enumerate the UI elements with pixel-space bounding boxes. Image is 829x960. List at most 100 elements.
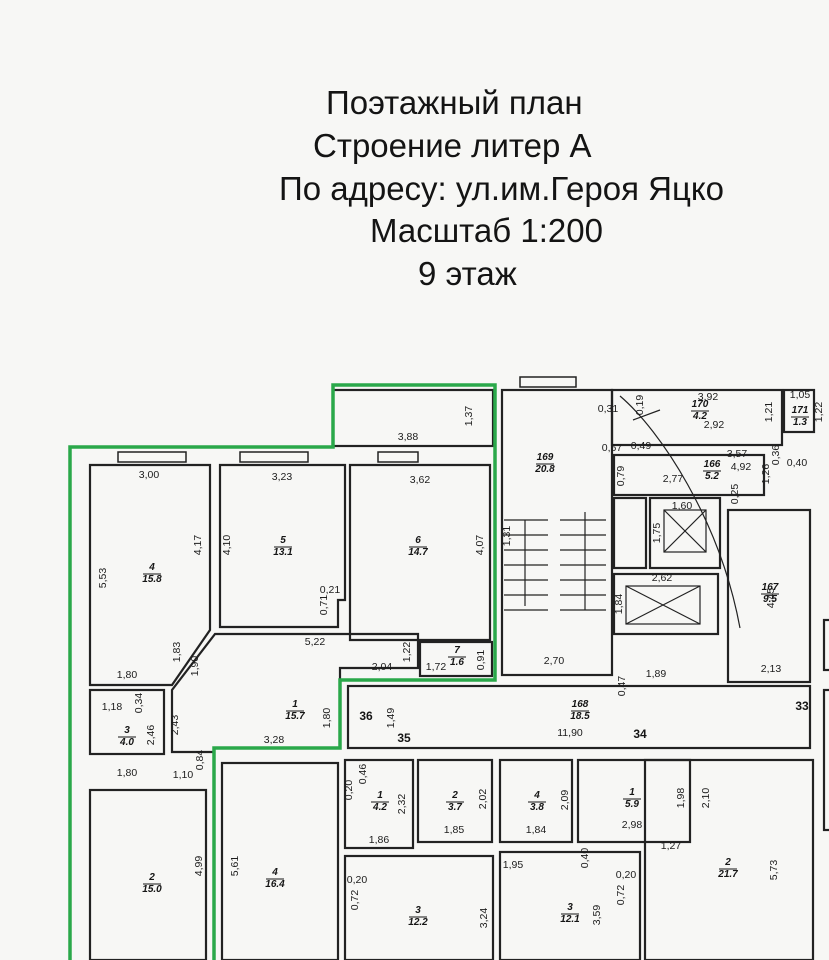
room-number: 170 [692,399,709,410]
room-number: 169 [537,452,554,463]
dimension-value: 0,84 [194,750,206,771]
apartment-outline [68,383,497,960]
room-labels: 415.8513.1614.771.6115.734.0215.0416.416… [118,399,809,928]
room-number: 3 [124,725,130,736]
room-area: 15.0 [142,884,162,895]
dimension-value: 1,80 [117,669,138,681]
dimension-value: 4,45 [765,588,777,609]
dimension-value: 0,20 [343,780,355,801]
dimension-value: 3,92 [698,391,719,403]
dimension-value: 2,77 [663,473,684,485]
dimension-value: 3,23 [272,471,293,483]
room-number: 2 [148,872,155,883]
dimension-value: 1,85 [444,824,465,836]
dimension-value: 2,32 [396,794,408,815]
dimension-value: 5,22 [305,636,326,648]
room-area: 1.6 [450,657,464,668]
room-number: 2 [724,857,731,868]
room-number: 1 [292,699,298,710]
room-area: 16.4 [265,879,285,890]
room-number: 1 [377,790,383,801]
dimension-value: 1,72 [426,661,447,673]
dimension-value: 4,10 [221,535,233,556]
room-area: 3.7 [448,802,462,813]
section-mark: 34 [633,727,647,741]
dimension-value: 2,13 [761,663,782,675]
room-area: 5.9 [625,799,639,810]
scale-label: Масштаб 1:200 [370,212,603,249]
dimension-value: 1,90 [189,656,201,677]
section-mark: 33 [795,699,809,713]
room-area: 4.2 [372,802,387,813]
dimension-value: 1,86 [369,834,390,846]
dimension-value: 1,21 [763,402,775,423]
room-number: 1 [629,787,635,798]
dimension-value: 3,24 [478,908,490,929]
dimension-value: 1,75 [651,523,663,544]
dimension-value: 0,49 [631,440,652,452]
dimension-value: 2,92 [704,419,725,431]
building-label: Строение литер А [313,127,592,164]
section-mark: 36 [359,709,373,723]
dimension-value: 0,72 [615,885,627,906]
room-area: 4.2 [692,411,707,422]
dimension-value: 1,22 [401,642,413,663]
dimension-value: 1,22 [813,402,825,423]
dimension-value: 1,49 [385,708,397,729]
room-area: 21.7 [717,869,738,880]
dimension-value: 0,40 [787,457,808,469]
room-area: 12.1 [560,914,580,925]
room-number: 7 [454,645,460,656]
room-area: 14.7 [408,547,428,558]
room-area: 12.2 [408,917,428,928]
dimension-value: 5,73 [768,860,780,881]
dimension-value: 3,00 [139,469,160,481]
dimension-value: 1,26 [760,464,772,485]
room-area: 18.5 [570,711,590,722]
dimension-value: 2,62 [652,572,673,584]
dimension-value: 0,67 [602,442,623,454]
dimension-value: 1,10 [173,769,194,781]
dimension-value: 4,92 [731,461,752,473]
dimension-value: 1,98 [675,788,687,809]
dimension-value: 0,21 [320,584,341,596]
dimension-value: 0,31 [598,403,619,415]
room-number: 171 [792,405,809,416]
room-area: 3.8 [530,802,544,813]
dimension-value: 5,61 [229,856,241,877]
room-number: 6 [415,535,421,546]
dimension-value: 3,57 [727,448,748,460]
room-area: 9.5 [763,594,777,605]
dimension-value: 1,80 [321,708,333,729]
elevator-and-stair-details [504,395,741,629]
room-area: 1.3 [793,417,807,428]
room-number: 168 [572,699,589,710]
room-area: 13.1 [273,547,293,558]
dimension-value: 2,04 [372,661,393,673]
walls [88,388,829,960]
dimension-value: 0,46 [357,764,369,785]
dimension-value: 3,59 [591,905,603,926]
dimension-value: 1,60 [672,500,693,512]
dimension-value: 0,19 [634,395,646,416]
room-number: 166 [704,459,721,470]
dimension-value: 11,90 [557,727,583,739]
dimension-value: 2,09 [559,790,571,811]
dimension-value: 2,10 [700,788,712,809]
dimension-value: 0,36 [770,445,782,466]
dimension-value: 3,28 [264,734,285,746]
plan-title: Поэтажный план [326,84,583,121]
address-label: По адресу: ул.им.Героя Яцко [279,170,725,207]
dimension-value: 0,47 [616,676,628,697]
dimension-value: 1,83 [171,642,183,663]
dimension-value: 3,62 [410,474,431,486]
room-area: 20.8 [534,464,555,475]
dimension-value: 4,99 [193,856,205,877]
dimension-value: 2,43 [169,715,181,736]
floor-label: 9 этаж [418,255,517,292]
dimension-value: 1,05 [790,389,811,401]
room-number: 4 [271,867,278,878]
dimension-value: 1,27 [661,840,682,852]
